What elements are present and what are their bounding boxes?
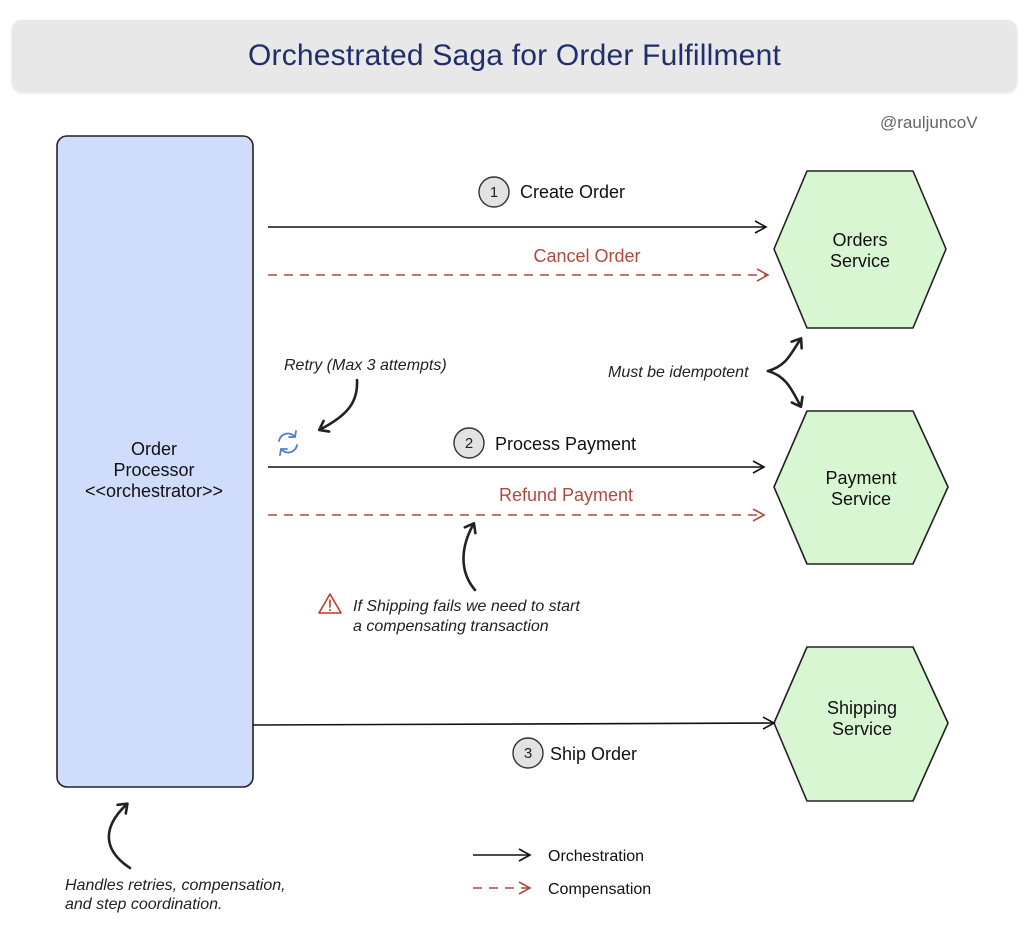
payment-service-node: Payment Service <box>773 410 949 565</box>
orchestrator-label-line3: <<orchestrator>> <box>85 481 223 501</box>
create-order-label: Create Order <box>520 182 625 202</box>
idempotent-arrow-up <box>766 337 803 373</box>
shipping-service-node: Shipping Service <box>773 646 949 802</box>
process-payment-label: Process Payment <box>495 434 636 454</box>
retry-note-arrow <box>317 378 359 433</box>
shipping-fail-arrow <box>462 521 477 592</box>
ship-order-label: Ship Order <box>550 744 637 764</box>
idempotent-note: Must be idempotent <box>608 364 749 381</box>
cancel-order-label: Cancel Order <box>533 246 640 266</box>
author-handle: @rauljuncoV <box>880 113 978 132</box>
step-2-number: 2 <box>465 435 473 452</box>
orders-service-node: Orders Service <box>773 170 947 329</box>
shipping-service-label-line1: Shipping <box>827 698 897 718</box>
step-3-number: 3 <box>524 745 532 762</box>
retry-note: Retry (Max 3 attempts) <box>284 357 447 374</box>
handles-note-line2: and step coordination. <box>65 896 222 913</box>
orders-service-label-line1: Orders <box>832 230 887 250</box>
warning-icon <box>318 593 342 614</box>
payment-service-label-line1: Payment <box>825 468 896 488</box>
shipping-fail-note-line2: a compensating transaction <box>353 618 549 635</box>
refresh-icon <box>278 430 298 456</box>
shipping-service-label-line2: Service <box>832 719 892 739</box>
payment-service-label-line2: Service <box>831 489 891 509</box>
title-bar: Orchestrated Saga for Order Fulfillment <box>12 20 1017 92</box>
orchestrator-node: Order Processor <<orchestrator>> <box>56 135 254 788</box>
step-2-badge: 2 <box>453 427 485 459</box>
legend-compensation-label: Compensation <box>548 881 651 898</box>
step-1-badge: 1 <box>478 176 510 208</box>
handles-note-arrow <box>107 802 132 870</box>
ship-order-arrow <box>252 716 776 730</box>
legend: Orchestration Compensation <box>473 848 651 898</box>
orchestrator-label-line1: Order <box>131 439 177 459</box>
legend-orchestration-label: Orchestration <box>548 848 644 865</box>
refund-payment-label: Refund Payment <box>499 485 633 505</box>
page-title: Orchestrated Saga for Order Fulfillment <box>247 39 781 72</box>
handles-note-line1: Handles retries, compensation, <box>65 877 286 894</box>
step-3-badge: 3 <box>512 737 544 769</box>
step-1-number: 1 <box>490 184 498 201</box>
shipping-fail-note-line1: If Shipping fails we need to start <box>353 598 580 615</box>
orders-service-label-line2: Service <box>830 251 890 271</box>
idempotent-arrow-down <box>766 369 804 409</box>
orchestrator-label-line2: Processor <box>113 460 194 480</box>
